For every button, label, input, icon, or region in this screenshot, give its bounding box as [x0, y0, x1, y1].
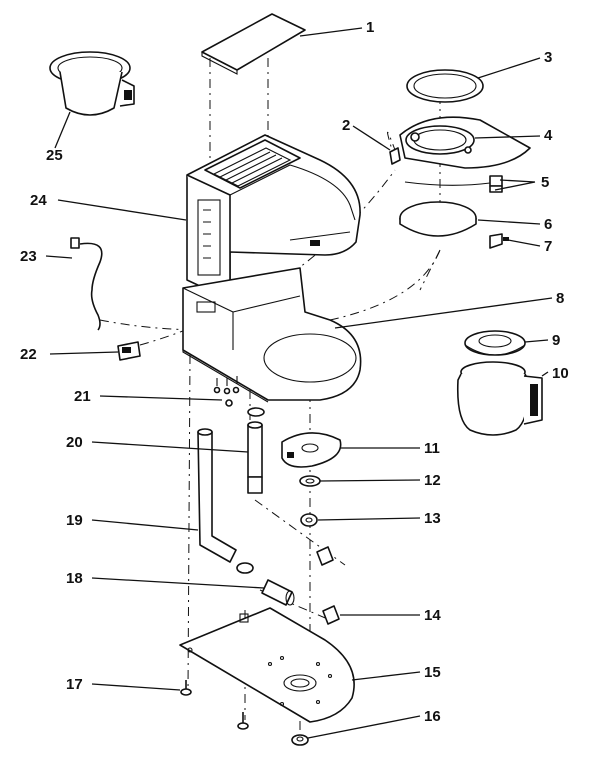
callout-22: 22	[20, 346, 37, 363]
part-elbow-tube	[197, 428, 254, 574]
part-washer	[299, 475, 321, 487]
callout-25: 25	[46, 147, 63, 164]
callout-10: 10	[552, 365, 569, 382]
part-screws-small	[213, 376, 240, 407]
part-power-cord	[70, 237, 103, 331]
callout-4: 4	[544, 127, 553, 144]
callout-7: 7	[544, 238, 552, 255]
part-thermostat	[404, 175, 503, 193]
callout-1: 1	[366, 19, 374, 36]
part-screws-large	[180, 680, 249, 730]
part-foot	[291, 734, 309, 746]
callout-5: 5	[541, 174, 549, 191]
callout-12: 12	[424, 472, 441, 489]
assembly-lines	[99, 58, 441, 735]
callout-17: 17	[66, 676, 83, 693]
callout-14: 14	[424, 607, 441, 624]
part-tube	[247, 407, 265, 494]
callout-16: 16	[424, 708, 441, 725]
part-fittings	[316, 546, 340, 625]
part-nut	[300, 513, 318, 527]
part-sleeve	[261, 579, 295, 606]
callout-18: 18	[66, 570, 83, 587]
callout-19: 19	[66, 512, 83, 529]
part-gasket-top	[406, 69, 484, 103]
part-heater-plate	[399, 116, 531, 169]
part-drip-plate	[281, 432, 342, 468]
part-brew-basket	[49, 51, 135, 116]
callout-24: 24	[30, 192, 47, 209]
callout-15: 15	[424, 664, 441, 681]
part-base-plate	[179, 607, 355, 723]
callout-2: 2	[342, 117, 350, 134]
callout-13: 13	[424, 510, 441, 527]
part-gasket-lower	[399, 201, 477, 237]
callout-11: 11	[424, 440, 440, 457]
callout-8: 8	[556, 290, 564, 307]
part-carafe	[456, 361, 543, 436]
part-switch	[117, 341, 141, 361]
part-connector	[389, 147, 401, 165]
callout-20: 20	[66, 434, 83, 451]
callout-9: 9	[552, 332, 560, 349]
leader-lines	[45, 27, 553, 739]
callout-labels: 1 2 3 4 5 6 7 8 9 10 11 12 13 14 15 16 1…	[20, 19, 569, 725]
part-carafe-lid	[464, 330, 526, 356]
callout-3: 3	[544, 49, 552, 66]
callout-23: 23	[20, 248, 37, 265]
part-upper-housing	[186, 134, 361, 301]
part-clip	[489, 233, 509, 249]
callout-6: 6	[544, 216, 552, 233]
callout-21: 21	[74, 388, 91, 405]
part-top-cover	[201, 13, 306, 75]
part-base-housing	[182, 267, 362, 403]
